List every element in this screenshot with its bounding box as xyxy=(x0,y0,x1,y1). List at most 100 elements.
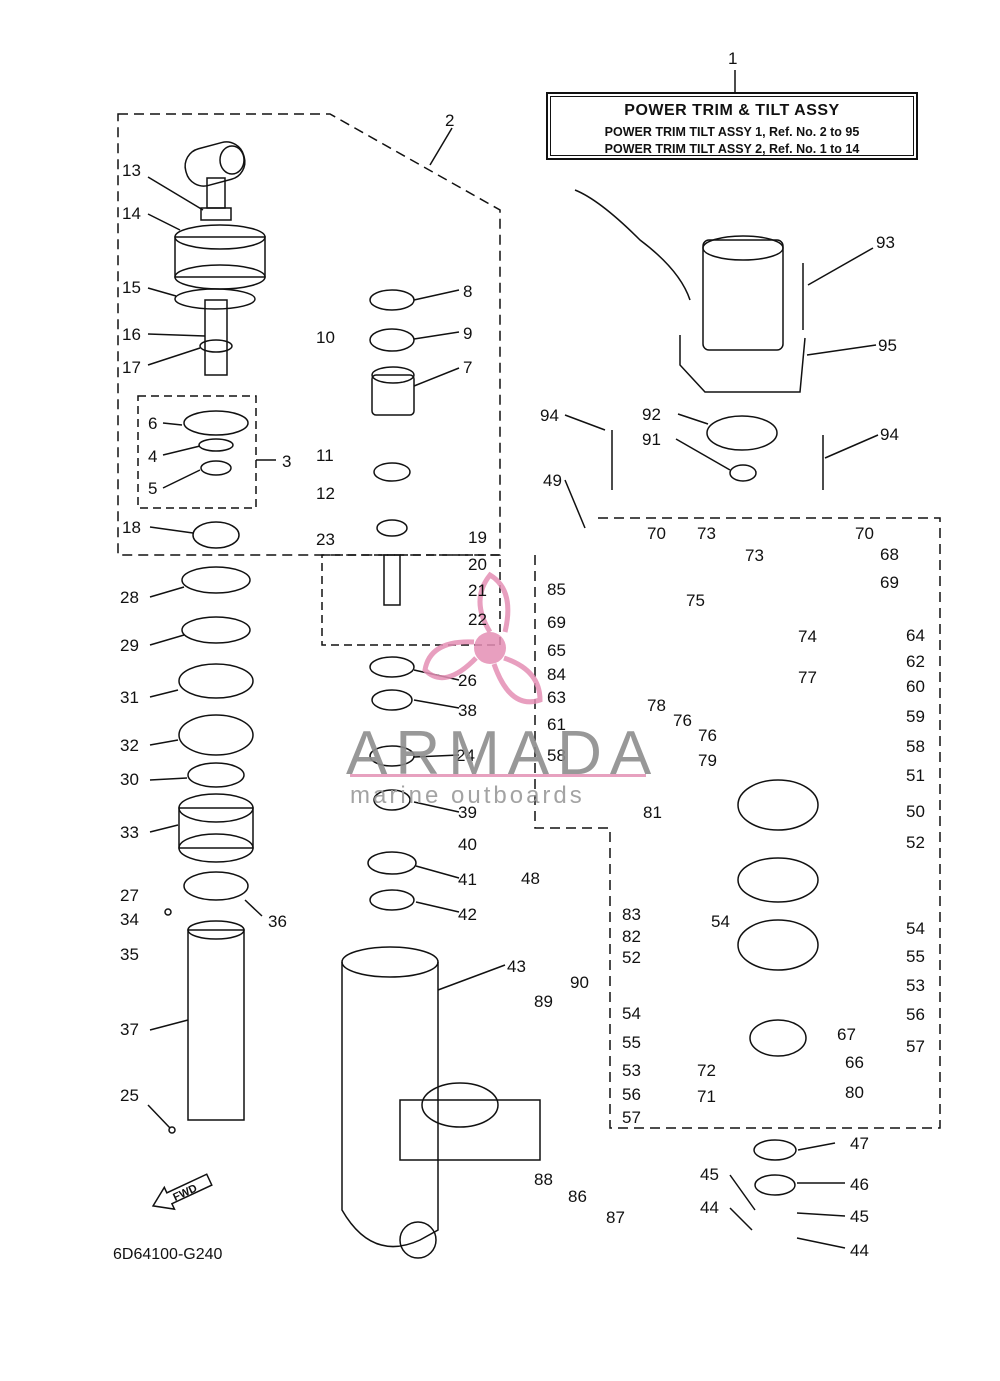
diagram-code: 6D64100-G240 xyxy=(113,1246,223,1263)
callout-22: 22 xyxy=(468,610,487,629)
callout-11: 11 xyxy=(316,446,334,465)
callout-74: 74 xyxy=(798,627,817,646)
callout-65: 65 xyxy=(547,641,566,660)
callout-80: 80 xyxy=(845,1083,864,1102)
callout-4: 4 xyxy=(148,447,157,466)
callout-27: 27 xyxy=(120,886,139,905)
callout-23: 23 xyxy=(316,530,335,549)
callout-53: 53 xyxy=(906,976,925,995)
callout-71: 71 xyxy=(697,1087,716,1106)
callout-9: 9 xyxy=(463,324,472,343)
fwd-label: FWD xyxy=(171,1182,199,1203)
callout-52b: 52 xyxy=(622,948,641,967)
callout-62: 62 xyxy=(906,652,925,671)
callout-49: 49 xyxy=(543,471,562,490)
callout-75: 75 xyxy=(686,591,705,610)
callout-94b: 94 xyxy=(880,425,899,444)
callout-33: 33 xyxy=(120,823,139,842)
callout-10: 10 xyxy=(316,328,335,347)
callout-45: 45 xyxy=(700,1165,719,1184)
callout-7: 7 xyxy=(463,358,472,377)
callout-41: 41 xyxy=(458,870,477,889)
callout-95: 95 xyxy=(878,336,897,355)
callout-31: 31 xyxy=(120,688,139,707)
callout-76b: 76 xyxy=(698,726,717,745)
callout-78: 78 xyxy=(647,696,666,715)
callout-52: 52 xyxy=(906,833,925,852)
callout-34: 34 xyxy=(120,910,139,929)
callout-35: 35 xyxy=(120,945,139,964)
callout-37: 37 xyxy=(120,1020,139,1039)
callout-56: 56 xyxy=(906,1005,925,1024)
callout-72: 72 xyxy=(697,1061,716,1080)
callout-51: 51 xyxy=(906,766,925,785)
callout-12: 12 xyxy=(316,484,335,503)
callout-46: 46 xyxy=(850,1175,869,1194)
callout-69b: 69 xyxy=(880,573,899,592)
callout-57b: 57 xyxy=(622,1108,641,1127)
callout-17: 17 xyxy=(122,358,141,377)
callout-73b: 73 xyxy=(745,546,764,565)
assy-49-dashed-outline xyxy=(534,517,941,1129)
callout-30: 30 xyxy=(120,770,139,789)
callout-54: 54 xyxy=(906,919,925,938)
callout-44: 44 xyxy=(700,1198,719,1217)
callout-89: 89 xyxy=(534,992,553,1011)
watermark-tagline: marine outboards xyxy=(350,782,585,809)
callout-20: 20 xyxy=(468,555,487,574)
callout-2: 2 xyxy=(445,111,454,130)
callout-82: 82 xyxy=(622,927,641,946)
callout-39: 39 xyxy=(458,803,477,822)
callout-24: 24 xyxy=(456,746,475,765)
callout-21: 21 xyxy=(468,581,487,600)
callout-15: 15 xyxy=(122,278,141,297)
callout-87: 87 xyxy=(606,1208,625,1227)
watermark-propeller-icon xyxy=(422,571,543,705)
callout-61: 61 xyxy=(547,715,566,734)
callout-93: 93 xyxy=(876,233,895,252)
callout-70: 70 xyxy=(647,524,666,543)
watermark-divider xyxy=(350,774,646,777)
callout-55b: 55 xyxy=(622,1033,641,1052)
callout-73: 73 xyxy=(697,524,716,543)
callout-58: 58 xyxy=(906,737,925,756)
callout-58b: 58 xyxy=(547,746,566,765)
callout-92: 92 xyxy=(642,405,661,424)
callout-54b: 54 xyxy=(711,912,730,931)
callout-47: 47 xyxy=(850,1134,869,1153)
callout-48: 48 xyxy=(521,869,540,888)
callout-3: 3 xyxy=(282,452,291,471)
title-line-3: POWER TRIM TILT ASSY 2, Ref. No. 1 to 14 xyxy=(604,142,860,156)
callout-36: 36 xyxy=(268,912,287,931)
callout-43: 43 xyxy=(507,957,526,976)
callout-63: 63 xyxy=(547,688,566,707)
callout-13: 13 xyxy=(122,161,141,180)
callout-66: 66 xyxy=(845,1053,864,1072)
callout-67: 67 xyxy=(837,1025,856,1044)
title-line-2: POWER TRIM TILT ASSY 1, Ref. No. 2 to 95 xyxy=(604,125,860,139)
callout-32: 32 xyxy=(120,736,139,755)
assy-2-dashed-outline xyxy=(117,113,501,556)
callout-79: 79 xyxy=(698,751,717,770)
callout-88: 88 xyxy=(534,1170,553,1189)
callout-18: 18 xyxy=(122,518,141,537)
callout-57: 57 xyxy=(906,1037,925,1056)
callout-76: 76 xyxy=(673,711,692,730)
callout-40: 40 xyxy=(458,835,477,854)
callout-60: 60 xyxy=(906,677,925,696)
callout-44b: 44 xyxy=(850,1241,869,1260)
callout-25: 25 xyxy=(120,1086,139,1105)
callout-29: 29 xyxy=(120,636,139,655)
callout-45b: 45 xyxy=(850,1207,869,1226)
callout-50: 50 xyxy=(906,802,925,821)
callout-26: 26 xyxy=(458,671,477,690)
title-line-1: POWER TRIM & TILT ASSY xyxy=(624,102,840,119)
fwd-arrow-icon: FWD xyxy=(151,1173,213,1211)
callout-42: 42 xyxy=(458,905,477,924)
callout-16: 16 xyxy=(122,325,141,344)
callout-83: 83 xyxy=(622,905,641,924)
callout-55: 55 xyxy=(906,947,925,966)
callout-68: 68 xyxy=(880,545,899,564)
callout-81: 81 xyxy=(643,803,662,822)
